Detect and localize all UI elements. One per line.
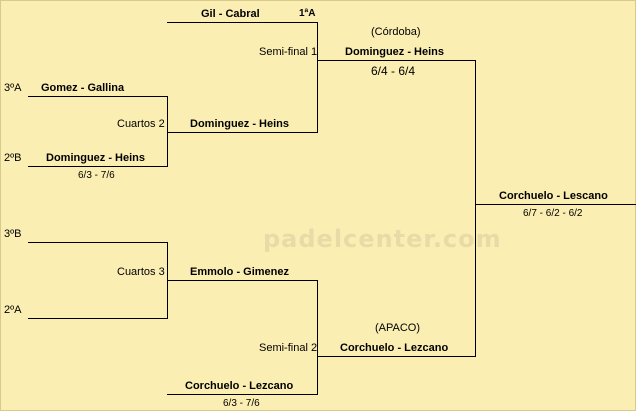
- team-dominguez-heins: Dominguez - Heins: [46, 152, 146, 164]
- team-corchuelo-lezcano: Corchuelo - Lezcano: [340, 342, 449, 354]
- bracket-line-dominguez-r1: [28, 166, 168, 167]
- round-label: Cuartos 3: [117, 266, 165, 278]
- seed-label: 1ªA: [299, 8, 316, 19]
- match-score: 6/4 - 6/4: [371, 64, 416, 78]
- team-corchuelo-lezcano: Corchuelo - Lezcano: [185, 380, 294, 392]
- match-score: 6/3 - 7/6: [78, 170, 115, 181]
- bracket-line-corchuelo-r1: [167, 394, 318, 395]
- bracket-connector-sf1: [317, 22, 318, 133]
- team-gil-cabral: Gil - Cabral: [201, 8, 260, 20]
- bracket-line-emmolo: [167, 280, 318, 281]
- bracket-connector-qf2: [167, 96, 168, 167]
- seed-label: 2ºA: [4, 304, 22, 316]
- bracket-line-gomez: [28, 96, 168, 97]
- bracket-line-gil-cabral: [167, 22, 318, 23]
- team-dominguez-heins: Dominguez - Heins: [345, 46, 445, 58]
- match-score: 6/3 - 7/6: [223, 398, 260, 409]
- seed-label: 2ºB: [4, 152, 22, 164]
- team-champion: Corchuelo - Lescano: [499, 190, 608, 202]
- bracket-connector-final: [475, 60, 476, 357]
- round-label: Cuartos 2: [117, 118, 165, 130]
- team-dominguez-heins: Dominguez - Heins: [190, 118, 290, 130]
- bracket-line-3b: [28, 242, 168, 243]
- bracket-line-final: [475, 204, 636, 205]
- bracket-line-dominguez-qf: [167, 132, 318, 133]
- round-label: Semi-final 2: [259, 342, 318, 354]
- seed-label: 3ºA: [4, 82, 22, 94]
- seed-label: 3ºB: [4, 228, 22, 240]
- venue-label: (Córdoba): [371, 26, 421, 38]
- bracket-line-sf2: [317, 356, 476, 357]
- team-gomez-gallina: Gomez - Gallina: [41, 82, 125, 94]
- watermark: padelcenter.com: [263, 225, 502, 253]
- venue-label: (APACO): [375, 322, 421, 334]
- team-emmolo-gimenez: Emmolo - Gimenez: [190, 266, 290, 278]
- round-label: Semi-final 1: [259, 46, 318, 58]
- bracket-connector-sf2: [317, 280, 318, 395]
- match-score: 6/7 - 6/2 - 6/2: [523, 208, 583, 219]
- bracket-line-sf1: [317, 60, 476, 61]
- bracket-line-2a: [28, 318, 168, 319]
